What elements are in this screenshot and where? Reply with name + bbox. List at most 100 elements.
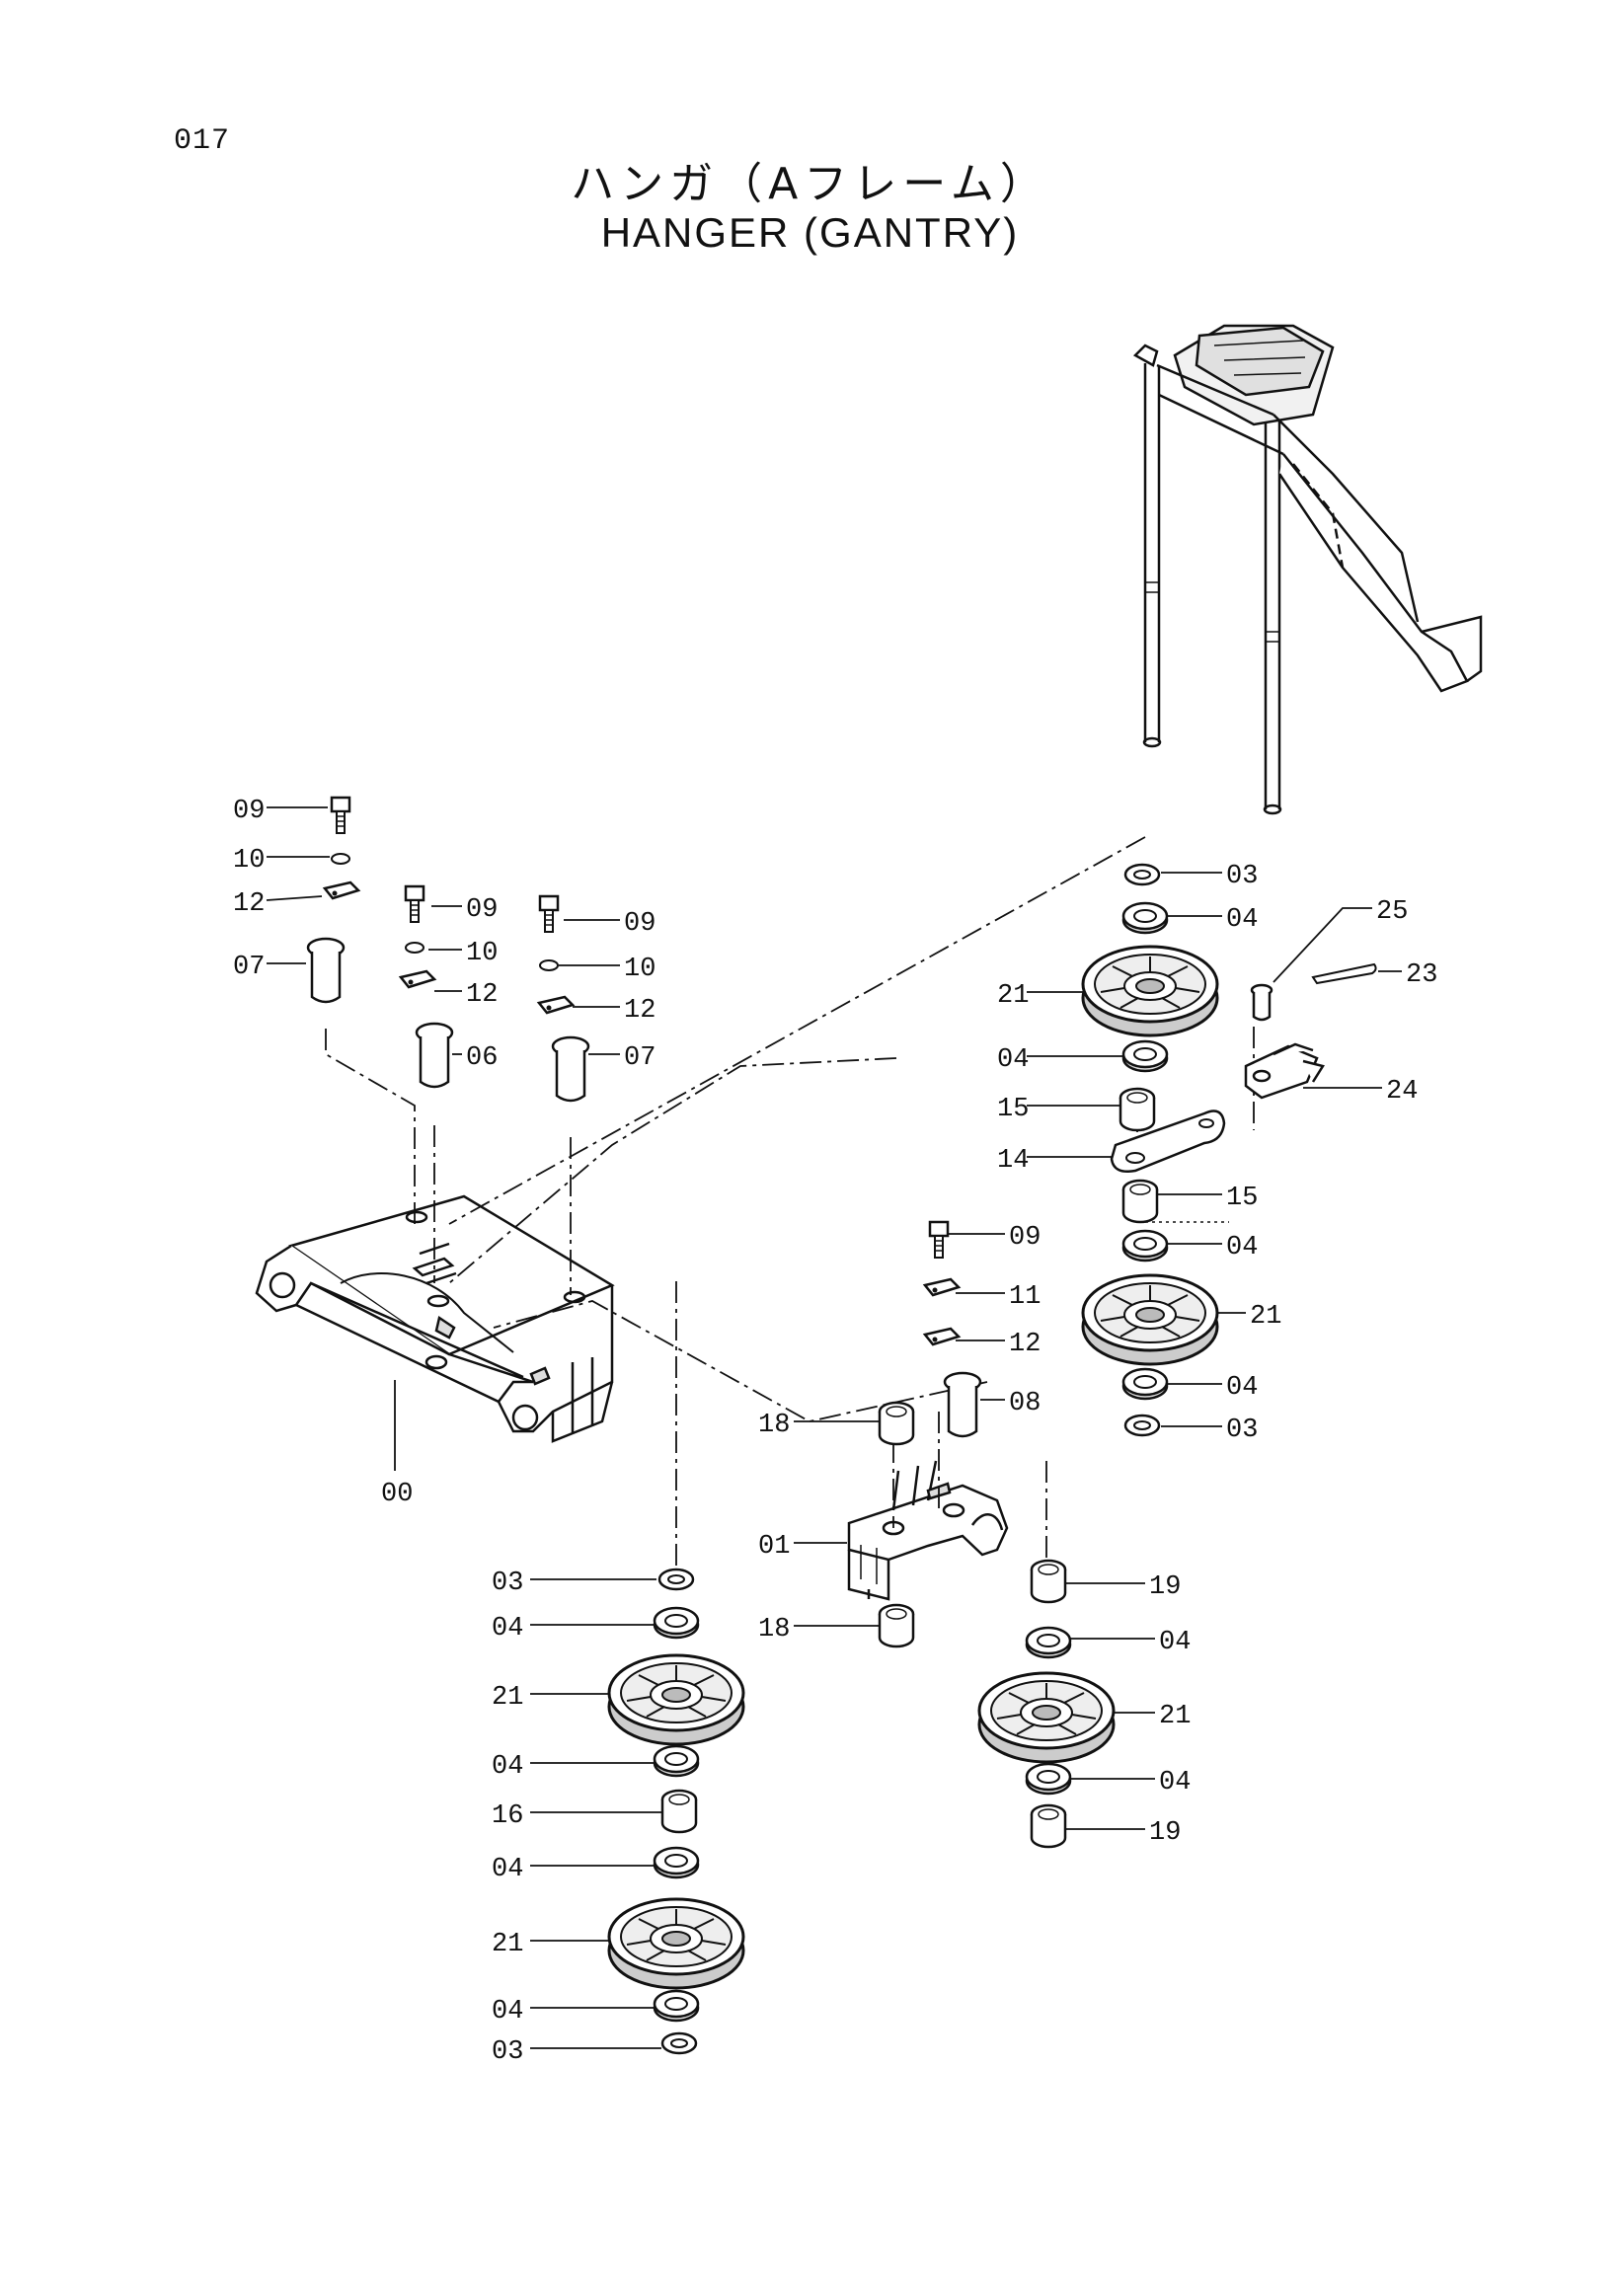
bearing-part [1121, 1367, 1169, 1401]
callout-label: 04 [997, 1045, 1029, 1075]
callout-label: 04 [492, 1752, 523, 1782]
callout-label: 04 [1159, 1768, 1191, 1798]
callout-label: 10 [624, 955, 656, 984]
callout-label: 10 [233, 846, 265, 876]
callout-leaders [266, 806, 1402, 2049]
cotter-pin-part [1311, 962, 1377, 985]
callout-label: 06 [466, 1043, 498, 1073]
bearing-part [653, 1606, 700, 1640]
callout-labels: 09 10 12 07 09 10 12 06 09 10 12 07 00 0… [233, 797, 1437, 2067]
lock-washer-part [405, 942, 424, 954]
callout-label: 12 [233, 889, 265, 919]
callout-label: 08 [1009, 1389, 1041, 1418]
callout-label: 24 [1386, 1077, 1418, 1107]
callout-label: 07 [624, 1043, 656, 1073]
washer-part [1123, 863, 1161, 886]
bolt-part [538, 894, 560, 934]
lock-plate-part [923, 1327, 961, 1346]
callout-label: 04 [1159, 1628, 1191, 1657]
bearing-part [653, 1846, 700, 1879]
callout-label: 18 [758, 1615, 790, 1645]
sheave-part [607, 1653, 745, 1746]
callout-label: 12 [466, 980, 498, 1010]
pin-part [1250, 983, 1273, 1022]
bearing-part [653, 1989, 700, 2023]
callout-label: 16 [492, 1801, 523, 1831]
callout-label: 03 [1226, 1416, 1258, 1445]
link-plate-part [1110, 1110, 1226, 1173]
callout-label: 21 [492, 1683, 523, 1713]
bolt-part [404, 884, 425, 924]
pin-part [551, 1035, 590, 1103]
callout-label: 09 [1009, 1223, 1041, 1253]
callout-label: 19 [1149, 1572, 1181, 1602]
callout-label: 04 [1226, 1373, 1258, 1403]
washer-part [1123, 1414, 1161, 1437]
washer-part [660, 2031, 698, 2055]
gantry-frame-illustration [1132, 324, 1483, 815]
pin-part [306, 937, 346, 1004]
bearing-part [1025, 1762, 1072, 1796]
spacer-part [1119, 1087, 1156, 1132]
callout-label: 11 [1009, 1282, 1041, 1312]
callout-label: 09 [624, 909, 656, 939]
callout-label: 03 [1226, 862, 1258, 891]
callout-label: 18 [758, 1411, 790, 1440]
callout-label: 23 [1406, 960, 1437, 990]
callout-label: 14 [997, 1146, 1029, 1176]
callout-label: 12 [1009, 1330, 1041, 1359]
bolt-part [928, 1220, 950, 1260]
callout-label: 21 [492, 1930, 523, 1959]
callout-label: 04 [1226, 1233, 1258, 1263]
clevis-part [1244, 1042, 1325, 1100]
lock-washer-part [331, 853, 350, 865]
page-title-english: HANGER (GANTRY) [600, 209, 1020, 256]
callout-label: 21 [1250, 1302, 1281, 1332]
callout-label: 01 [758, 1532, 790, 1562]
bushing-part [1030, 1803, 1067, 1849]
bolt-part [330, 796, 351, 835]
callout-label: 21 [997, 981, 1029, 1011]
bushing-part [1030, 1559, 1067, 1604]
hanger-frame-illustration [255, 1194, 615, 1443]
sheave-part [1081, 1273, 1219, 1366]
callout-label: 12 [624, 996, 656, 1026]
callout-label: 04 [1226, 905, 1258, 935]
washer-part [657, 1568, 695, 1591]
sheave-part [1081, 945, 1219, 1037]
sheave-part [977, 1671, 1116, 1764]
bearing-part [653, 1744, 700, 1778]
sheave-part [607, 1897, 745, 1990]
pin-part [415, 1022, 454, 1089]
spacer-part [1121, 1179, 1159, 1224]
callout-label: 07 [233, 953, 265, 982]
bearing-part [1025, 1626, 1072, 1659]
callout-label: 09 [466, 895, 498, 925]
spacer-part [660, 1789, 698, 1834]
bushing-part [878, 1603, 915, 1648]
bearing-part [1121, 1039, 1169, 1073]
callout-label: 04 [492, 1997, 523, 2027]
lock-washer-part [539, 959, 559, 971]
lock-plate-part [537, 995, 575, 1015]
page-number: 017 [174, 124, 231, 158]
page-title-japanese: ハンガ（Aフレーム） [571, 159, 1049, 209]
callout-label: 09 [233, 797, 265, 826]
lock-plate-part [399, 969, 436, 989]
callout-label: 25 [1376, 897, 1408, 927]
callout-label: 04 [492, 1855, 523, 1884]
callout-label: 03 [492, 1569, 523, 1598]
callout-label: 03 [492, 2037, 523, 2067]
lock-plate-part [323, 880, 360, 900]
pin-part [943, 1371, 982, 1438]
callout-label: 21 [1159, 1702, 1191, 1731]
bushing-part [878, 1401, 915, 1446]
callout-label: 15 [1226, 1184, 1258, 1213]
callout-label: 04 [492, 1614, 523, 1644]
lock-plate-part [923, 1277, 961, 1297]
callout-label: 19 [1149, 1818, 1181, 1848]
callout-label: 00 [381, 1480, 413, 1509]
bracket-illustration [847, 1460, 1009, 1601]
callout-label: 10 [466, 939, 498, 968]
